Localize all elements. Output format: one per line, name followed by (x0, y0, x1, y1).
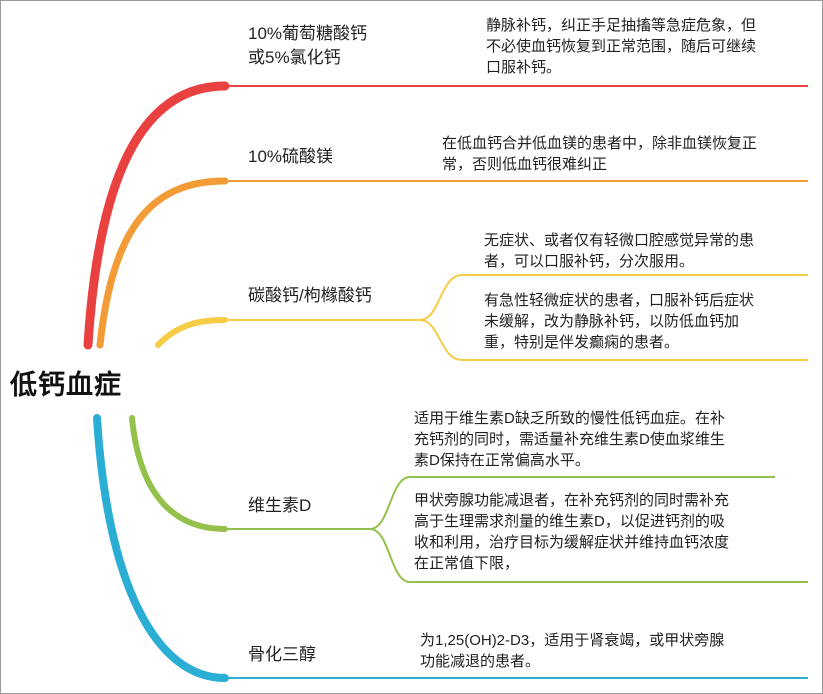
leaf-connector-3a (419, 274, 808, 321)
root-topic[interactable]: 低钙血症 (10, 370, 122, 400)
leaf-text-3a[interactable]: 无症状、或者仅有轻微口腔感觉异常的患 者，可以口服补钙，分次服用。 (484, 232, 755, 270)
leaf-text-4a[interactable]: 适用于维生素D缺乏所致的慢性低钙血症。在补 充钙剂的同时，需适量补充维生素D使血… (414, 410, 725, 469)
branch-label-3[interactable]: 碳酸钙/枸橼酸钙 (248, 286, 372, 305)
leaf-text-5[interactable]: 为1,25(OH)2-D3，适用于肾衰竭，或甲状旁腺 功能减退的患者。 (420, 632, 725, 670)
branch-label-5[interactable]: 骨化三醇 (248, 645, 316, 664)
leaf-connector-4a (369, 476, 775, 530)
trunk-branch-2 (96, 177, 229, 349)
leaf-text-2[interactable]: 在低血钙合并低血镁的患者中，除非血镁恢复正 常，否则低血钙很难纠正 (442, 135, 758, 173)
trunk-branch-5 (93, 414, 229, 682)
trunk-branch-1 (83, 81, 230, 350)
leaf-connector-4b (369, 528, 808, 583)
branch-label-4[interactable]: 维生素D (248, 496, 312, 515)
leaf-text-3b[interactable]: 有急性轻微症状的患者，口服补钙后症状 未缓解，改为静脉补钙，以防低血钙加 重，特… (484, 292, 755, 351)
branch-label-2[interactable]: 10%硫酸镁 (248, 147, 334, 166)
branch-label-1[interactable]: 10%葡萄糖酸钙 或5%氯化钙 (248, 24, 368, 67)
trunk-branch-3 (155, 317, 228, 348)
leaf-connector-3b (419, 319, 808, 361)
leaf-text-1[interactable]: 静脉补钙，纠正手足抽搐等急症危象，但 不必使血钙恢复到正常范围，随后可继续 口服… (486, 17, 757, 76)
leaf-text-4b[interactable]: 甲状旁腺功能减退者，在补充钙剂的同时需补充 高于生理需求剂量的维生素D，以促进钙… (414, 492, 730, 572)
trunk-branch-4 (129, 415, 228, 532)
